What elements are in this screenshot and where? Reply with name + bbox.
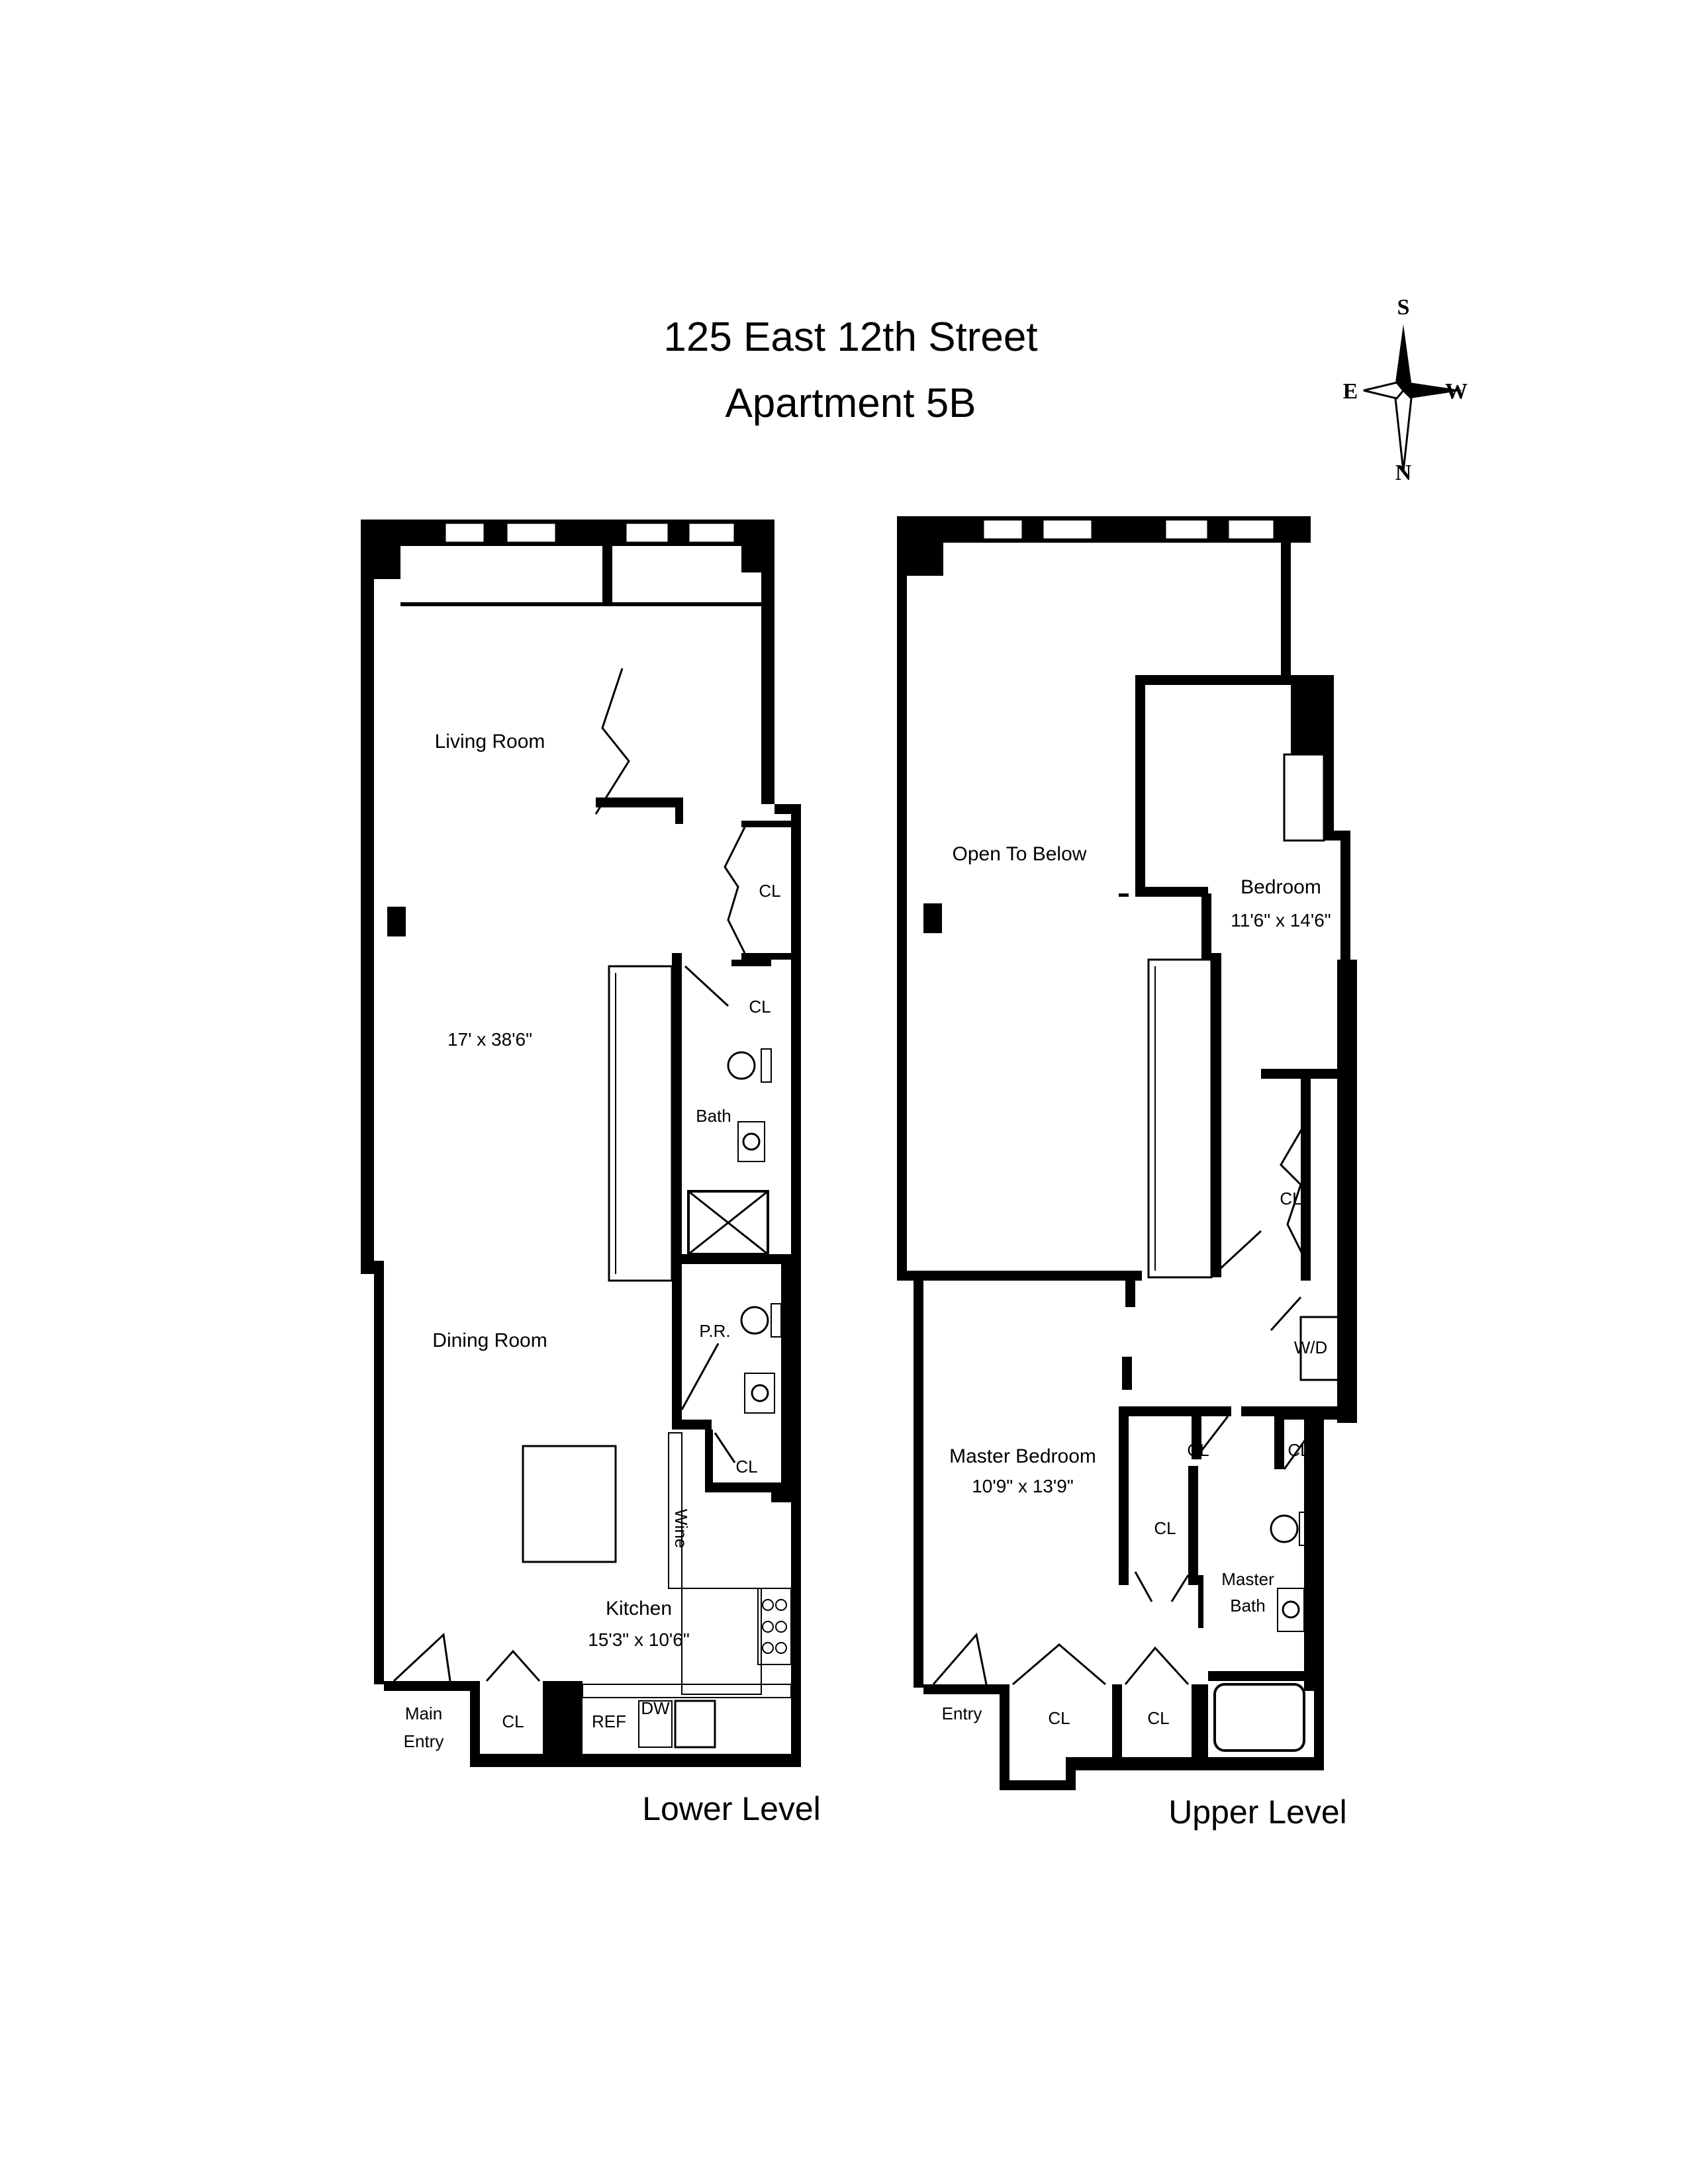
compass-south: S (1397, 295, 1410, 320)
window (505, 522, 557, 544)
master-bath-label: Master (1221, 1569, 1274, 1589)
bath-label: Bath (696, 1106, 731, 1126)
compass-rose: S N E W (1343, 295, 1468, 485)
powder-room-label: P.R. (699, 1321, 730, 1341)
window (444, 522, 486, 544)
entry-label: Entry (942, 1704, 982, 1723)
closet-label: CL (1280, 1189, 1301, 1208)
compass-east: E (1343, 379, 1358, 404)
main-entry-label: Entry (404, 1731, 444, 1751)
closet-label: CL (1048, 1708, 1070, 1728)
bathtub (1213, 1683, 1305, 1752)
lower-level-plan: Living Room 17' x 38'6" Dining Room Kitc… (361, 520, 821, 1827)
window (1227, 518, 1276, 541)
kitchen-label: Kitchen (606, 1598, 672, 1619)
window (1041, 518, 1094, 541)
living-room-label: Living Room (435, 731, 545, 752)
closet-label: CL (502, 1711, 524, 1731)
master-bedroom-label: Master Bedroom (949, 1445, 1096, 1467)
window (624, 522, 670, 544)
closet-label: CL (1288, 1440, 1309, 1460)
window (1164, 518, 1209, 541)
closet-label: CL (1187, 1440, 1209, 1460)
open-to-below-label: Open To Below (953, 843, 1087, 865)
staircase-lower (608, 965, 673, 1282)
closet-label: CL (749, 997, 771, 1017)
compass-north: N (1395, 461, 1412, 485)
washer-dryer-label: W/D (1294, 1338, 1328, 1357)
kitchen-dims: 15'3" x 10'6" (588, 1629, 690, 1650)
structural-column (387, 907, 406, 936)
dining-room-label: Dining Room (432, 1330, 547, 1351)
washer-dryer (1299, 1316, 1342, 1381)
window (982, 518, 1024, 541)
staircase-upper (1147, 958, 1213, 1279)
closet-label: CL (1147, 1708, 1169, 1728)
stove-icon (757, 1588, 792, 1665)
ref-label: REF (592, 1711, 626, 1731)
sink-icon (737, 1121, 765, 1162)
entry-door (932, 1632, 988, 1685)
compass-west: W (1445, 379, 1468, 404)
dw-label: DW (641, 1698, 670, 1718)
bedroom-dims: 11'6" x 14'6" (1231, 910, 1331, 931)
title-address: 125 East 12th Street (663, 314, 1037, 360)
window (687, 522, 736, 544)
toilet-icon (727, 1051, 756, 1080)
closet-label: CL (759, 881, 780, 901)
lower-level-label: Lower Level (642, 1790, 821, 1827)
master-bath-label: Bath (1230, 1596, 1266, 1615)
main-entry-door (393, 1632, 451, 1682)
sink-icon (674, 1700, 716, 1749)
closet-label: CL (735, 1457, 757, 1477)
main-entry-label: Main (405, 1704, 442, 1723)
upper-level-plan: Open To Below Bedroom 11'6" x 14'6" Mast… (897, 516, 1357, 1831)
shower-stall (687, 1190, 769, 1255)
upper-level-label: Upper Level (1168, 1794, 1347, 1831)
closet-label: CL (1154, 1518, 1176, 1538)
wine-label: Wine (671, 1509, 691, 1548)
living-room-dims: 17' x 38'6" (447, 1029, 532, 1050)
master-bedroom-dims: 10'9" x 13'9" (972, 1476, 1074, 1496)
kitchen-island (522, 1445, 617, 1563)
title-unit: Apartment 5B (725, 381, 976, 426)
bedroom-label: Bedroom (1241, 876, 1321, 898)
structural-column (923, 903, 942, 933)
